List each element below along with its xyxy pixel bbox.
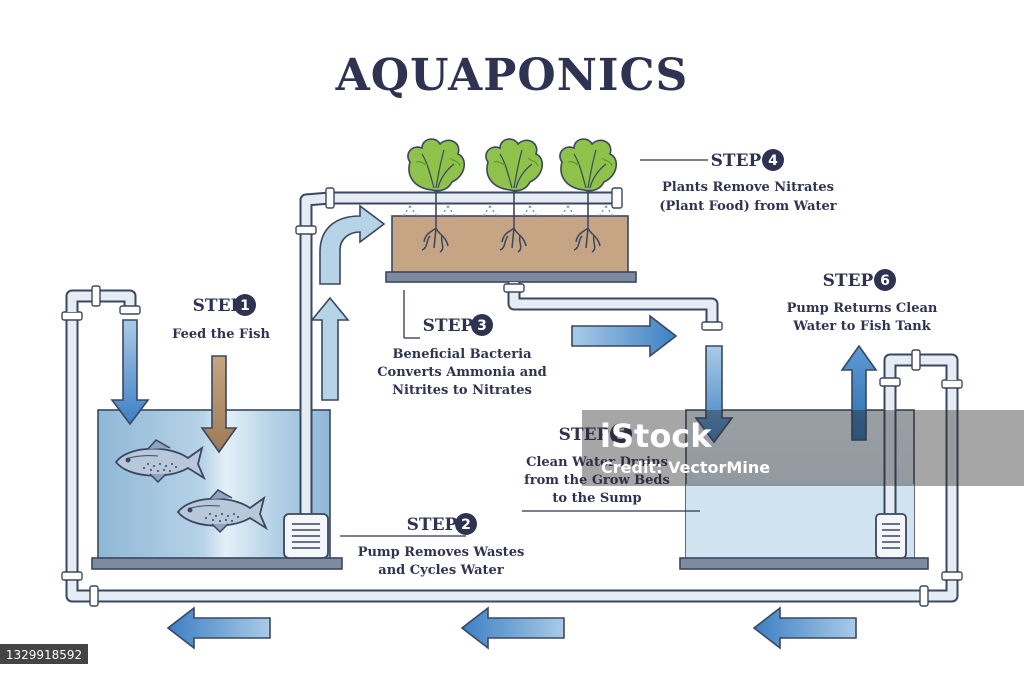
pump-riser-pipe [295,187,623,520]
step-word: STEP [407,515,458,535]
step-description: (Plant Food) from Water [659,199,836,214]
fish-tank-pump [283,513,329,559]
arrow-down-into-fish-tank [110,319,150,426]
step-number: 4 [768,153,778,169]
food-arrow [200,355,238,454]
step-5-label: STEP 5 Clean Water Drains from the Grow … [524,423,670,506]
drain-pipe [503,282,723,331]
page-title: AQUAPONICS [335,50,689,101]
step-description: Nitrites to Nitrates [392,383,532,398]
step-word: STEP [823,271,874,291]
step-word: STEP [423,316,474,336]
arrow-left-return [752,606,857,650]
step-description: Plants Remove Nitrates [662,180,834,195]
step-number: 2 [461,517,471,533]
fish-tank-inlet-pipe [65,285,141,315]
step-description: Beneficial Bacteria [393,347,533,362]
sump-return-pipe [879,349,959,514]
return-pipe [61,311,963,607]
arrow-curve-to-grow-bed [319,204,386,285]
step-description: to the Sump [552,491,641,506]
arrow-up-from-sump [840,344,878,441]
leader-lines [340,159,708,537]
grow-bed [385,138,637,283]
step-number: 6 [880,273,890,289]
step-word: STEP [193,296,244,316]
step-number: 5 [616,427,626,443]
step-number: 1 [240,298,250,314]
step-description: Pump Returns Clean [787,301,938,316]
step-word: STEP [559,425,610,445]
step-1-label: STEP 1 Feed the Fish [172,294,270,342]
step-word: STEP [711,151,762,171]
step-6-label: STEP 6 Pump Returns Clean Water to Fish … [787,269,938,334]
step-number: 3 [477,318,487,334]
lettuce-plant-icon [485,138,544,192]
arrow-right-drain [571,314,678,358]
step-4-label: STEP 4 Plants Remove Nitrates (Plant Foo… [659,149,837,214]
watermark-credit: Credit: VectorMine [601,458,770,477]
step-description: Pump Removes Wastes [358,545,525,560]
arrow-down-into-sump [694,345,734,444]
arrow-up-from-pump [310,296,350,401]
image-id-tag: 1329918592 [0,644,88,664]
step-description: Feed the Fish [172,327,270,342]
watermark-brand: iStock [600,417,712,455]
sump-pump [875,513,907,559]
image-id: 1329918592 [6,648,82,662]
step-3-label: STEP 3 Beneficial Bacteria Converts Ammo… [377,314,547,398]
watermark: iStock Credit: VectorMine [582,410,1024,486]
flow-arrows [110,204,878,650]
lettuce-plant-icon [407,138,466,192]
step-description: from the Grow Beds [524,473,670,488]
arrow-left-return [460,606,565,650]
step-description: Water to Fish Tank [792,319,932,334]
arrow-left-return [166,606,271,650]
step-description: and Cycles Water [378,563,504,578]
lettuce-plant-icon [559,138,618,192]
sump-tank [679,409,929,570]
step-description: Clean Water Drains [526,455,668,470]
step-description: Converts Ammonia and [377,365,547,380]
step-2-label: STEP 2 Pump Removes Wastes and Cycles Wa… [358,513,525,578]
